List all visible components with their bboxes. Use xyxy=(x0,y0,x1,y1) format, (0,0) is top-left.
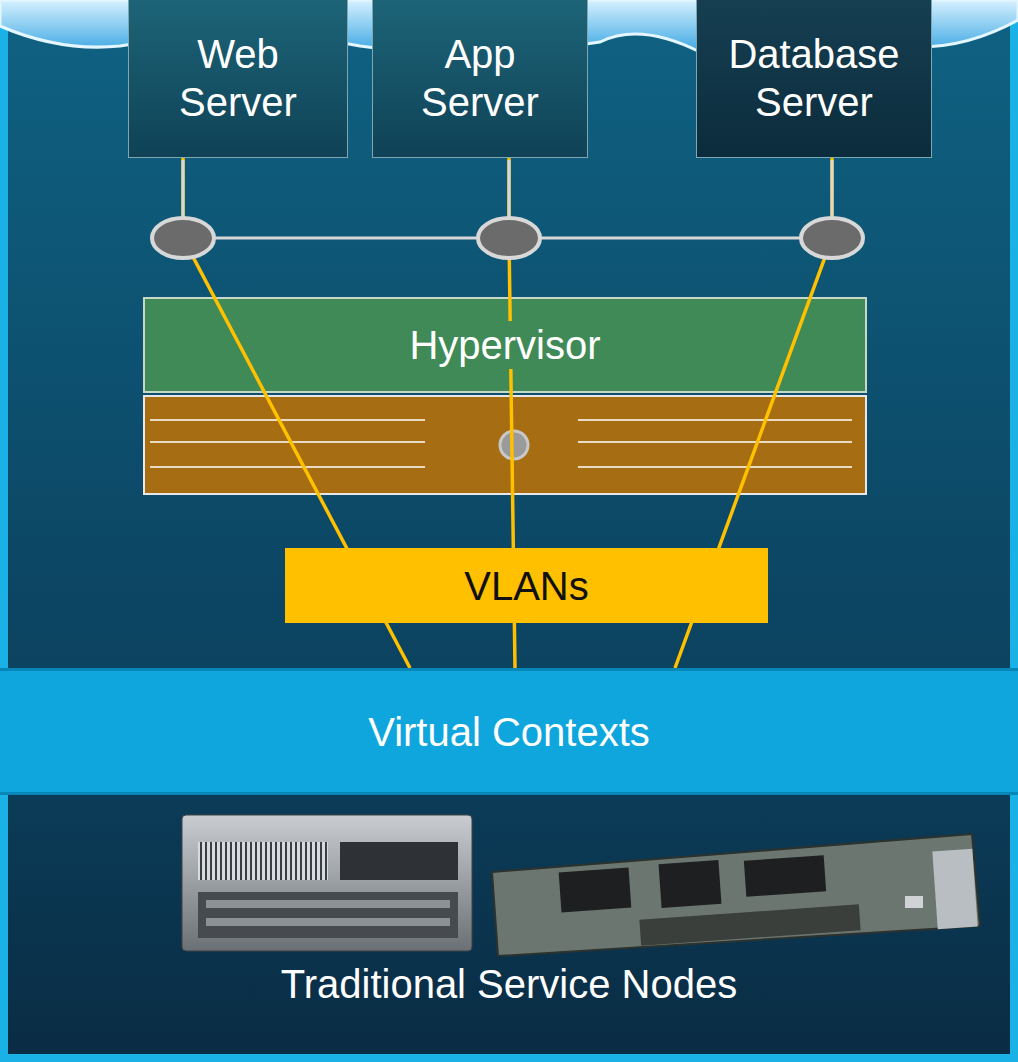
vnic-port xyxy=(801,218,863,258)
module-board xyxy=(492,834,980,956)
section-label: Traditional Service Nodes xyxy=(0,960,1018,1008)
node-text: Web Server xyxy=(153,30,323,126)
power-button xyxy=(500,431,528,459)
panel xyxy=(340,842,458,880)
drive-slot xyxy=(206,900,450,908)
drive-lines xyxy=(150,420,852,467)
vnic-port xyxy=(478,218,540,258)
appliance-chassis xyxy=(182,815,472,951)
drive-slot xyxy=(206,918,450,926)
node-text: Database Server xyxy=(709,30,919,126)
port xyxy=(905,896,923,908)
server-box: Web Server xyxy=(128,0,348,158)
faceplate xyxy=(639,904,860,945)
vlan-box: VLANs xyxy=(285,548,768,623)
module-illustration xyxy=(492,834,980,956)
hypervisor-layer: Hypervisor xyxy=(144,298,866,392)
chip xyxy=(659,860,722,908)
node-text: Hypervisor xyxy=(403,321,606,369)
drive-bay xyxy=(198,892,458,938)
server-box: Database Server xyxy=(696,0,932,158)
server-box: App Server xyxy=(372,0,588,158)
node-text: Virtual Contexts xyxy=(368,708,650,756)
node-text: VLANs xyxy=(464,562,589,610)
hypervisor-band xyxy=(144,298,866,392)
appliance-illustration xyxy=(182,815,472,951)
node-text: App Server xyxy=(395,30,565,126)
vnic-wiring xyxy=(152,160,863,258)
chip xyxy=(559,868,632,913)
vnic-port xyxy=(152,218,214,258)
ground xyxy=(8,0,1010,1054)
vent xyxy=(198,842,328,880)
chip xyxy=(744,855,826,896)
context-band: Virtual Contexts xyxy=(0,668,1018,795)
bracket xyxy=(932,849,977,930)
